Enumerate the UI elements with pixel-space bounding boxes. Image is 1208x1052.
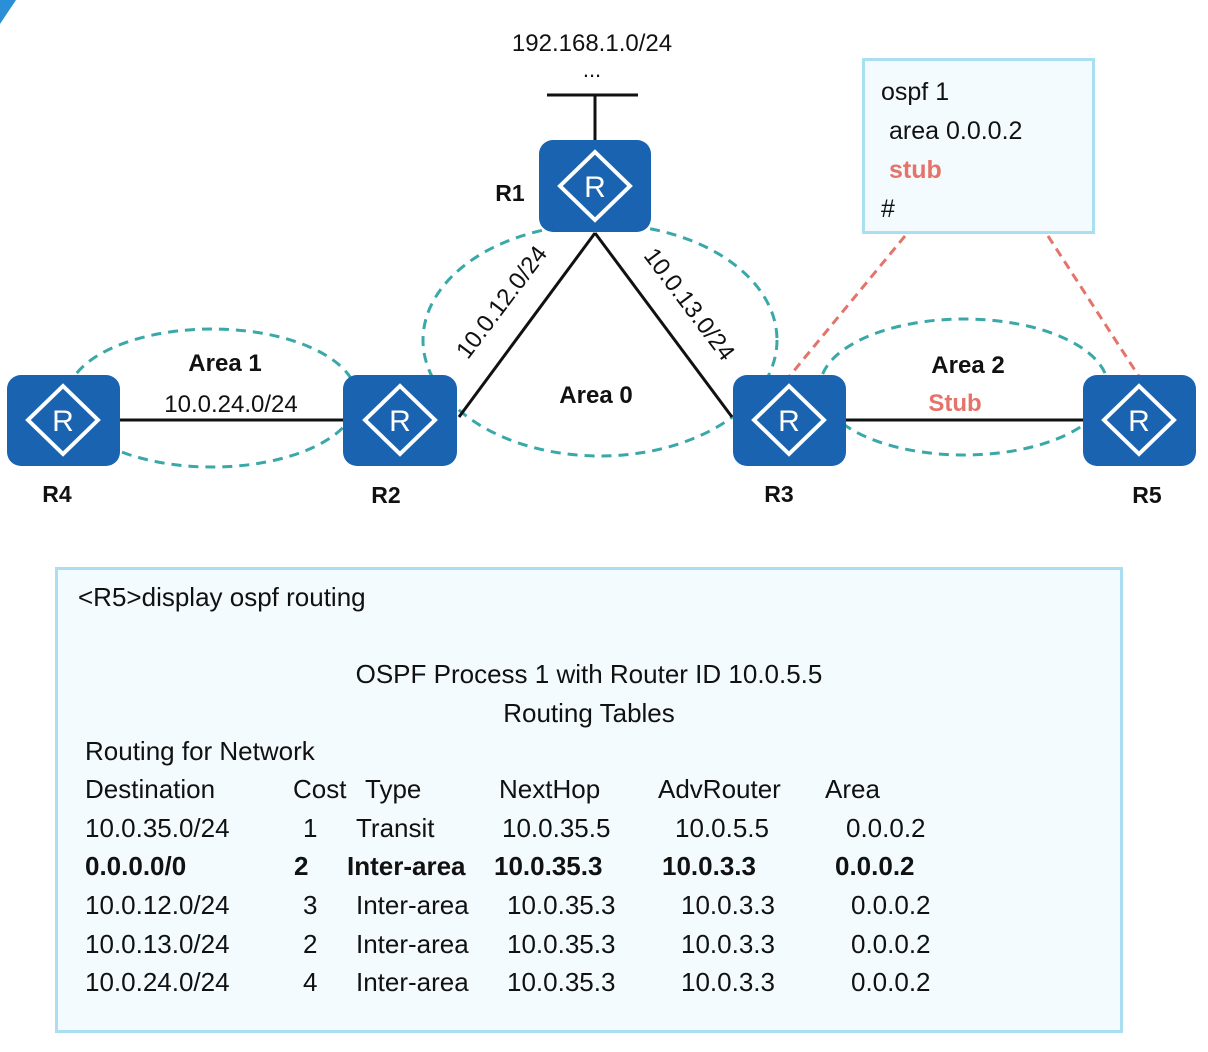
cell-area: 0.0.0.2 [835,851,915,881]
cell-destination: 0.0.0.0/0 [85,851,187,881]
cell-nexthop: 10.0.35.3 [507,967,616,997]
cell-advrouter: 10.0.3.3 [681,890,775,920]
cell-advrouter: 10.0.3.3 [681,967,775,997]
cell-type: Inter-area [356,967,469,997]
link-r1-r3 [593,232,734,418]
cell-destination: 10.0.12.0/24 [85,890,230,920]
table-row: 10.0.12.0/24 3 Inter-area 10.0.35.3 10.0… [58,890,1120,926]
command-line: <R5>display ospf routing [78,582,366,612]
col-destination: Destination [85,774,216,804]
area2-label: Area 2 [931,352,1004,379]
lan-ellipsis: ... [583,57,601,82]
link-r1-r3-label: 10.0.13.0/24 [638,243,740,366]
routing-tables-title: Routing Tables [503,698,675,728]
col-advrouter: AdvRouter [658,774,781,804]
cell-destination: 10.0.13.0/24 [85,929,230,959]
cell-advrouter: 10.0.5.5 [675,813,769,843]
table-header: Destination Cost Type NextHop AdvRouter … [58,774,1120,810]
table-row-default-route: 0.0.0.0/0 2 Inter-area 10.0.35.3 10.0.3.… [58,851,1120,887]
router-icon-glyph: R [584,171,606,204]
cell-cost: 2 [294,851,309,881]
cell-type: Inter-area [347,851,466,881]
area1-label: Area 1 [188,350,261,377]
table-row: 10.0.13.0/24 2 Inter-area 10.0.35.3 10.0… [58,929,1120,965]
cell-cost: 2 [303,929,318,959]
link-r1-r2 [457,232,597,418]
cell-cost: 1 [303,813,318,843]
table-row: 10.0.24.0/24 4 Inter-area 10.0.35.3 10.0… [58,967,1120,1003]
cell-nexthop: 10.0.35.5 [502,813,611,843]
router-r3[interactable]: R [733,375,846,466]
cell-destination: 10.0.35.0/24 [85,813,230,843]
router-label-r5: R5 [1132,482,1162,508]
area0-label: Area 0 [559,382,632,409]
routing-table-output: <R5>display ospf routing OSPF Process 1 … [55,567,1123,1033]
section-title: Routing for Network [85,736,315,766]
topology-diagram: R R R R R 192.168.1.0/24 ... R1 R4 R2 R3… [0,0,1196,508]
cell-cost: 3 [303,890,318,920]
link-r2-r4-label: 10.0.24.0/24 [164,391,297,418]
router-r1[interactable]: R [539,140,651,232]
router-icon [25,383,101,457]
cell-type: Inter-area [356,890,469,920]
cell-cost: 4 [303,967,318,997]
col-area: Area [825,774,880,804]
table-row: 10.0.35.0/24 1 Transit 10.0.35.5 10.0.5.… [58,813,1120,849]
cell-nexthop: 10.0.35.3 [494,851,603,881]
router-icon-glyph: R [778,405,800,438]
lan-network-label: 192.168.1.0/24 [512,30,672,57]
cell-area: 0.0.0.2 [851,967,931,997]
cell-advrouter: 10.0.3.3 [662,851,756,881]
callout-line-r3 [786,235,907,379]
config-line-end: # [881,195,895,223]
cell-nexthop: 10.0.35.3 [507,929,616,959]
router-r5[interactable]: R [1083,375,1196,466]
router-icon [751,383,827,457]
col-nexthop: NextHop [499,774,601,804]
cell-nexthop: 10.0.35.3 [507,890,616,920]
config-line-ospf: ospf 1 [881,78,950,106]
cell-destination: 10.0.24.0/24 [85,967,230,997]
cell-type: Inter-area [356,929,469,959]
cell-area: 0.0.0.2 [851,929,931,959]
area2-boundary [818,317,1110,457]
router-icon-glyph: R [389,405,411,438]
router-r4[interactable]: R [7,375,120,466]
col-cost: Cost [293,774,347,804]
stub-config-box: ospf 1 area 0.0.0.2 stub # [862,58,1095,234]
col-type: Type [365,774,422,804]
router-label-r2: R2 [371,482,400,508]
config-line-area: area 0.0.0.2 [889,117,1023,145]
router-label-r3: R3 [764,481,793,507]
router-icon [557,149,633,223]
cell-type: Transit [356,813,435,843]
config-line-stub: stub [889,156,942,184]
process-title: OSPF Process 1 with Router ID 10.0.5.5 [355,659,823,689]
cell-advrouter: 10.0.3.3 [681,929,775,959]
corner-decoration [0,0,16,24]
router-icon-glyph: R [52,405,74,438]
cell-area: 0.0.0.2 [851,890,931,920]
router-icon [362,383,438,457]
area2-stub-label: Stub [928,390,981,417]
router-r2[interactable]: R [343,375,457,466]
router-icon [1101,383,1177,457]
link-r1-r2-label: 10.0.12.0/24 [451,241,553,364]
callout-line-r5 [1046,235,1142,379]
router-label-r4: R4 [42,481,72,507]
router-label-r1: R1 [495,180,525,206]
router-icon-glyph: R [1128,405,1150,438]
cell-area: 0.0.0.2 [846,813,926,843]
